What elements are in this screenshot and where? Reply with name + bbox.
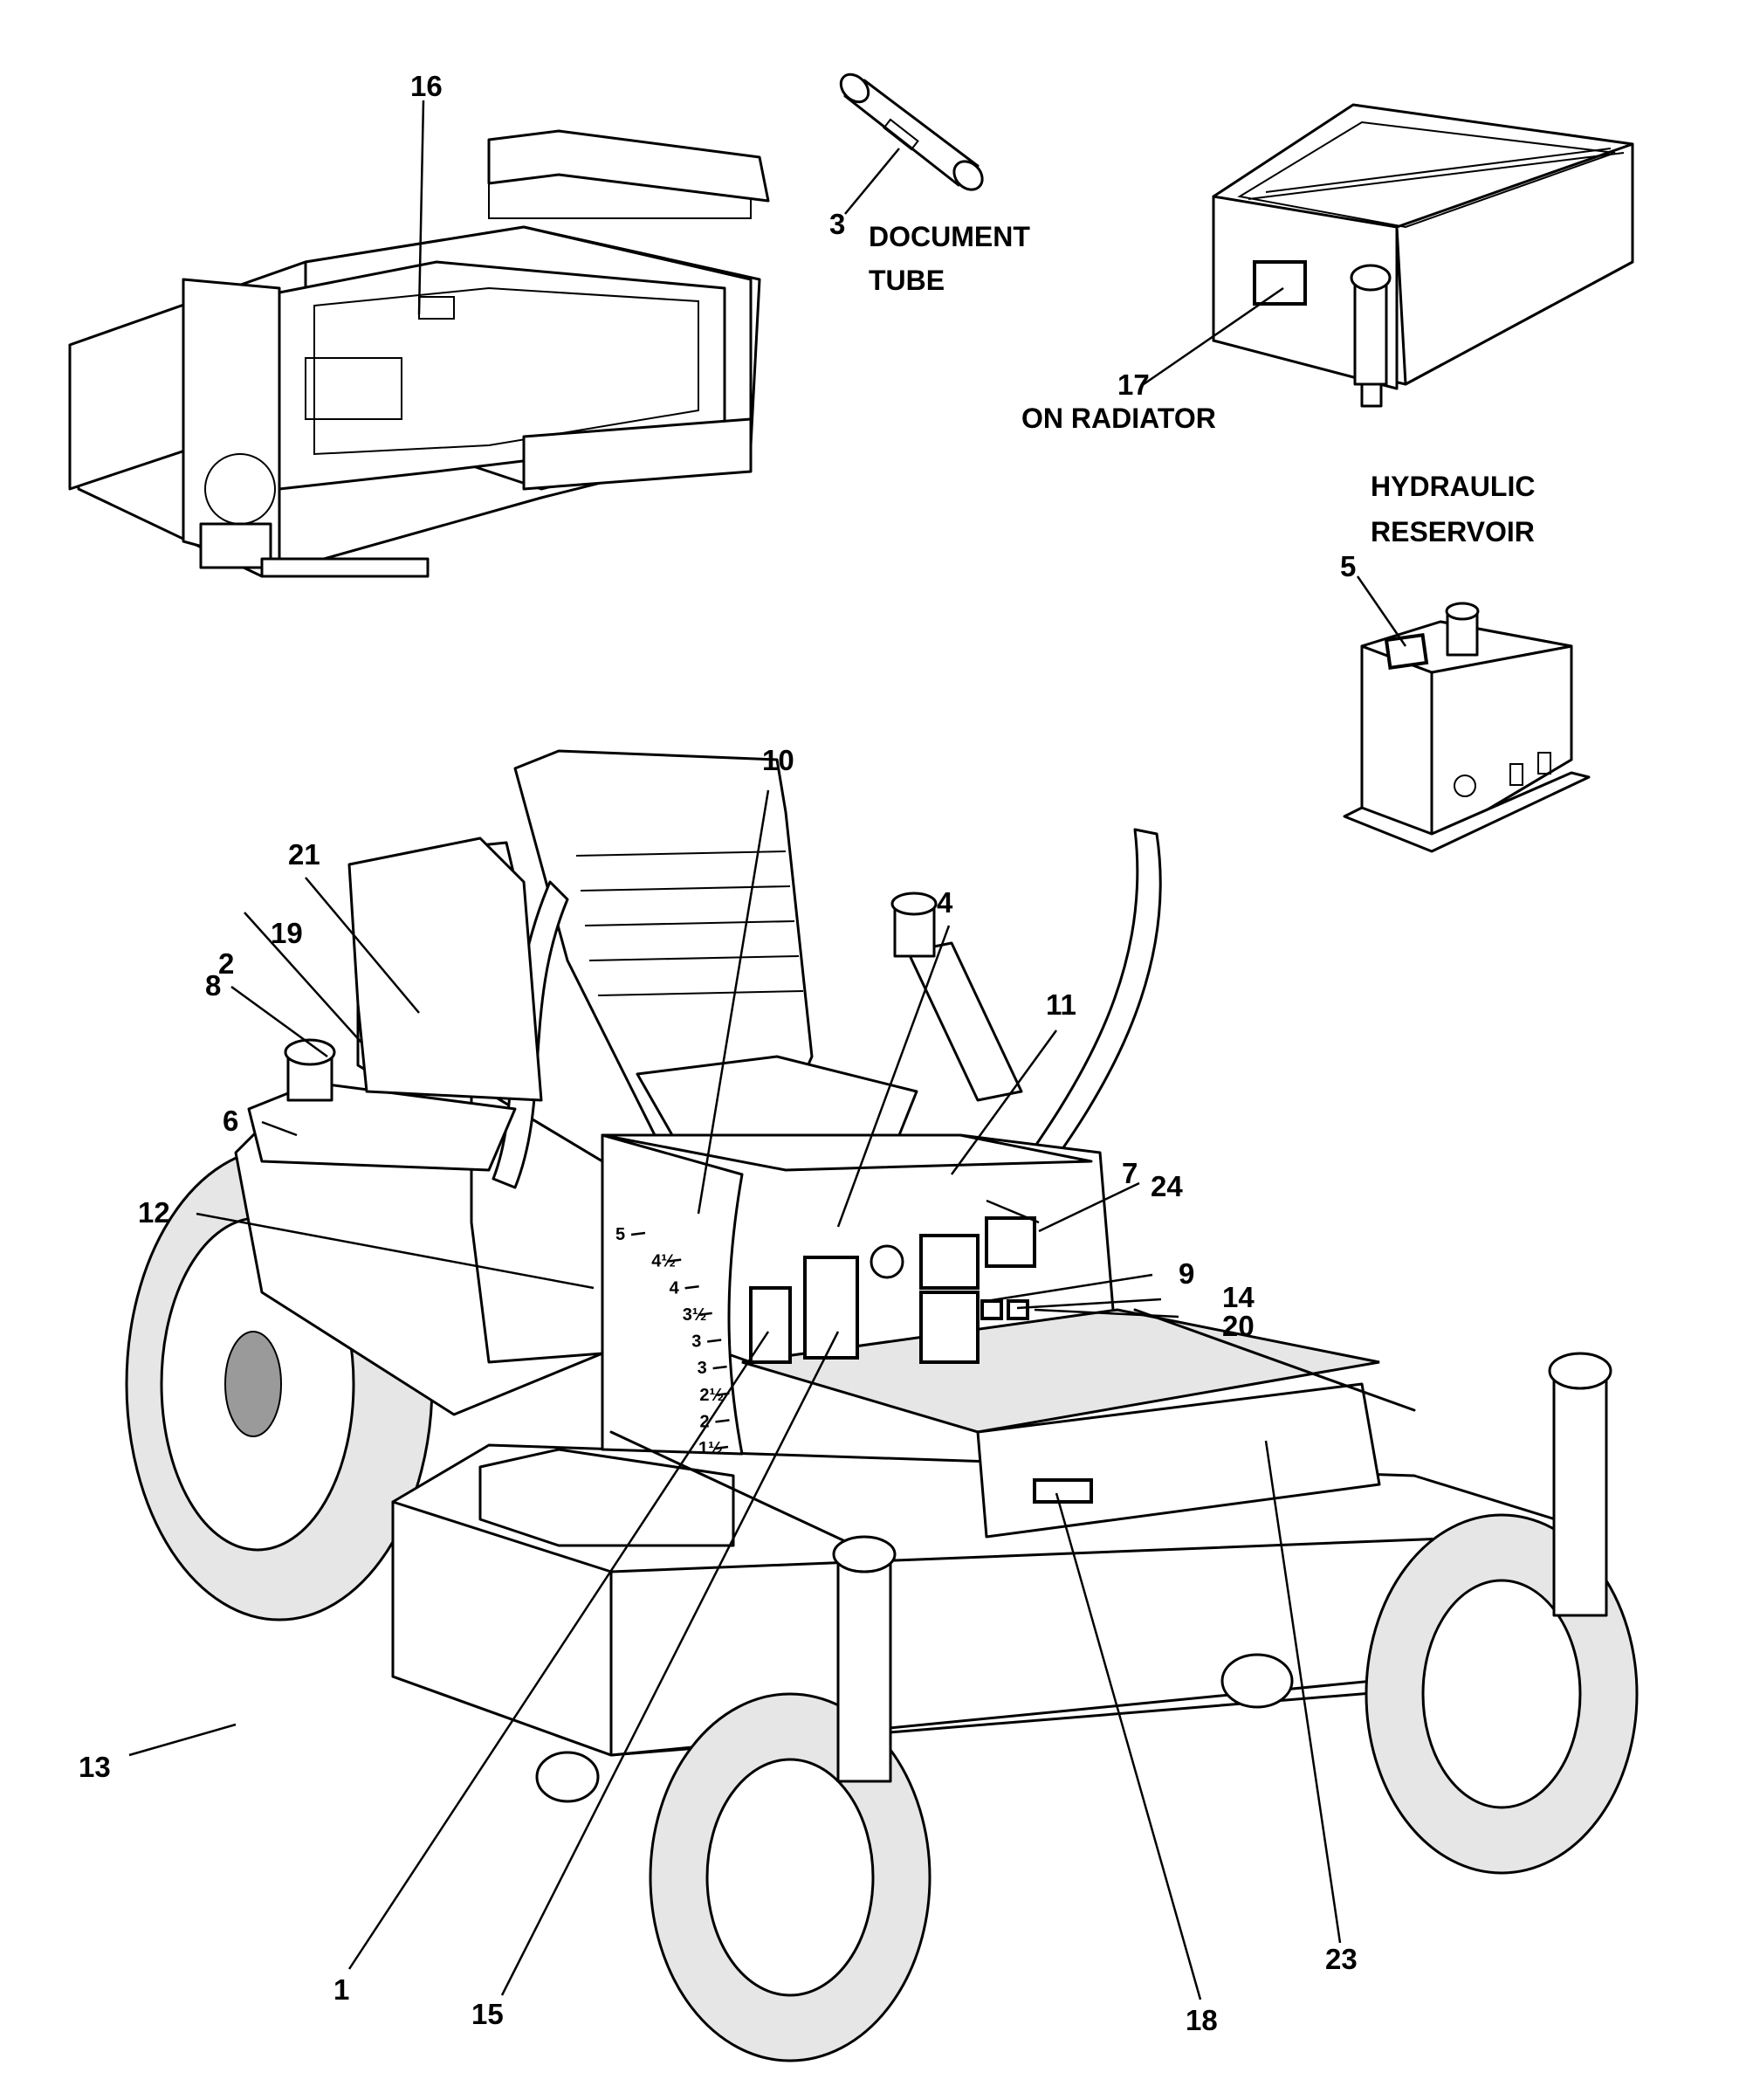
callout-24: 24 [1151, 1170, 1183, 1202]
height-scale-label: 3 [691, 1332, 701, 1352]
callout-13: 13 [79, 1751, 111, 1783]
callout-20: 20 [1222, 1310, 1255, 1342]
callout-15: 15 [471, 1998, 504, 2030]
callout-7: 7 [1122, 1157, 1138, 1189]
height-scale-tick [667, 1258, 682, 1263]
height-scale-tick [630, 1231, 646, 1236]
callout-1: 1 [333, 1973, 349, 2006]
height-scale-label: 1½ [698, 1439, 723, 1458]
callout-4: 4 [937, 886, 953, 919]
caption-document-line2: TUBE [869, 265, 945, 296]
height-scale: 5 4½ 43½ 3 3 2½ 2 1½ [615, 1225, 730, 1458]
callout-17: 17 [1117, 368, 1150, 401]
callout-10: 10 [762, 744, 794, 776]
callout-3: 3 [829, 208, 845, 240]
callout-2: 2 [218, 947, 234, 980]
height-scale-label: 5 [615, 1225, 625, 1244]
height-scale-tick [707, 1339, 722, 1343]
callout-21: 21 [288, 838, 320, 871]
callout-18: 18 [1186, 2004, 1218, 2036]
height-scale-label: 3½ [683, 1305, 707, 1325]
callout-19: 19 [271, 917, 303, 949]
callout-9: 9 [1179, 1257, 1194, 1290]
callout-16: 16 [410, 70, 443, 102]
height-scale-label: 2 [700, 1412, 710, 1431]
document-tube-illustration [839, 72, 984, 191]
leader-lines [128, 100, 1407, 2000]
frame-illustration [68, 129, 770, 578]
height-scale-label: 2½ [699, 1386, 724, 1405]
height-scale-tick [715, 1419, 730, 1423]
hydraulic-reservoir-illustration [1343, 602, 1591, 853]
callout-numbers: 16 3 17 5 10 4 11 21 19 2 8 6 7 24 12 9 … [79, 70, 1358, 2036]
mower-illustration [125, 749, 1639, 2062]
height-scale-label: 4½ [651, 1252, 676, 1271]
callout-5: 5 [1340, 550, 1356, 582]
callout-11: 11 [1046, 988, 1076, 1021]
height-scale-tick [698, 1312, 712, 1317]
caption-hydraulic-line2: RESERVOIR [1371, 516, 1535, 547]
captions: DOCUMENT TUBE ON RADIATOR HYDRAULIC RESE… [869, 221, 1535, 547]
height-scale-tick [713, 1445, 729, 1450]
callout-12: 12 [138, 1196, 170, 1229]
callout-6: 6 [223, 1105, 238, 1137]
height-scale-tick [712, 1365, 727, 1370]
callout-14: 14 [1222, 1281, 1255, 1313]
caption-hydraulic-line1: HYDRAULIC [1371, 471, 1535, 502]
callout-23: 23 [1325, 1943, 1358, 1975]
caption-on-radiator: ON RADIATOR [1021, 403, 1216, 434]
callout-8: 8 [205, 969, 221, 1002]
height-scale-label: 3 [698, 1359, 707, 1378]
height-scale-label: 4 [670, 1278, 680, 1298]
height-scale-tick [684, 1285, 699, 1290]
caption-document-line1: DOCUMENT [869, 221, 1030, 252]
radiator-illustration [1212, 103, 1634, 408]
